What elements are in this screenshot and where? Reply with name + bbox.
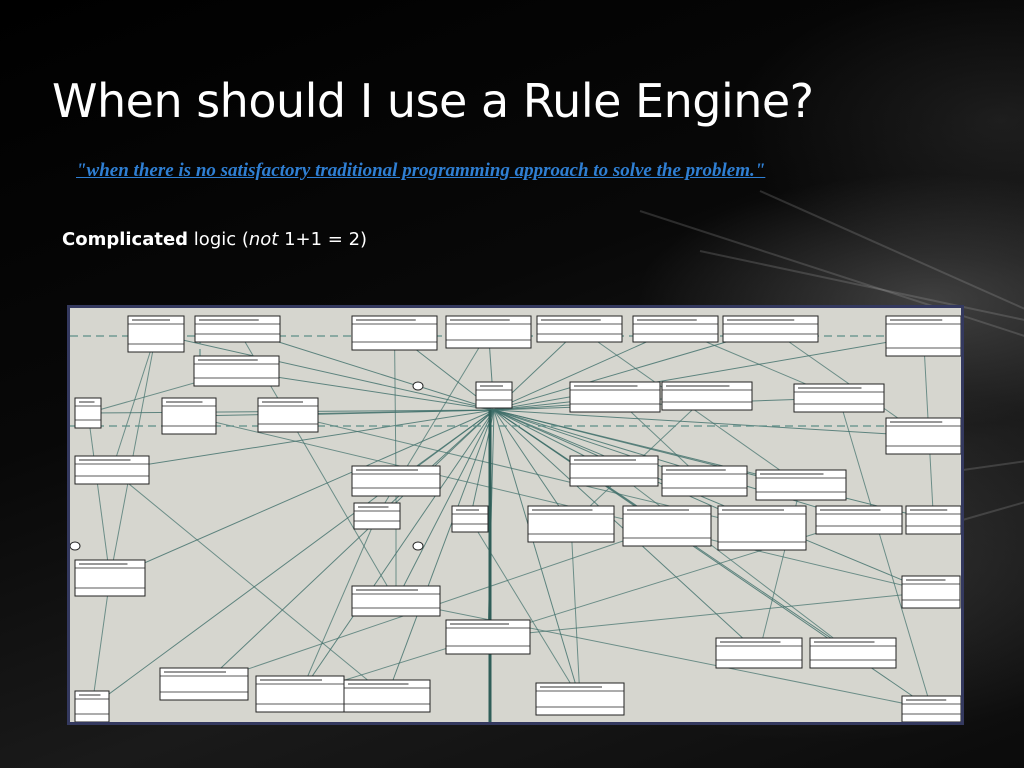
bullet-tail-text: 1+1 = 2) [278, 229, 368, 250]
uml-diagram-canvas [70, 308, 961, 722]
bullet-italic-text: not [248, 229, 279, 250]
bullet-bold-text: Complicated [62, 229, 189, 250]
quote-link[interactable]: "when there is no satisfactory tradition… [76, 160, 766, 181]
slide-title: When should I use a Rule Engine? [52, 74, 814, 128]
uml-diagram-image [67, 305, 964, 725]
bullet-text: logic ( [188, 229, 249, 250]
bullet-item: Complicated logic (not 1+1 = 2) [62, 229, 367, 250]
